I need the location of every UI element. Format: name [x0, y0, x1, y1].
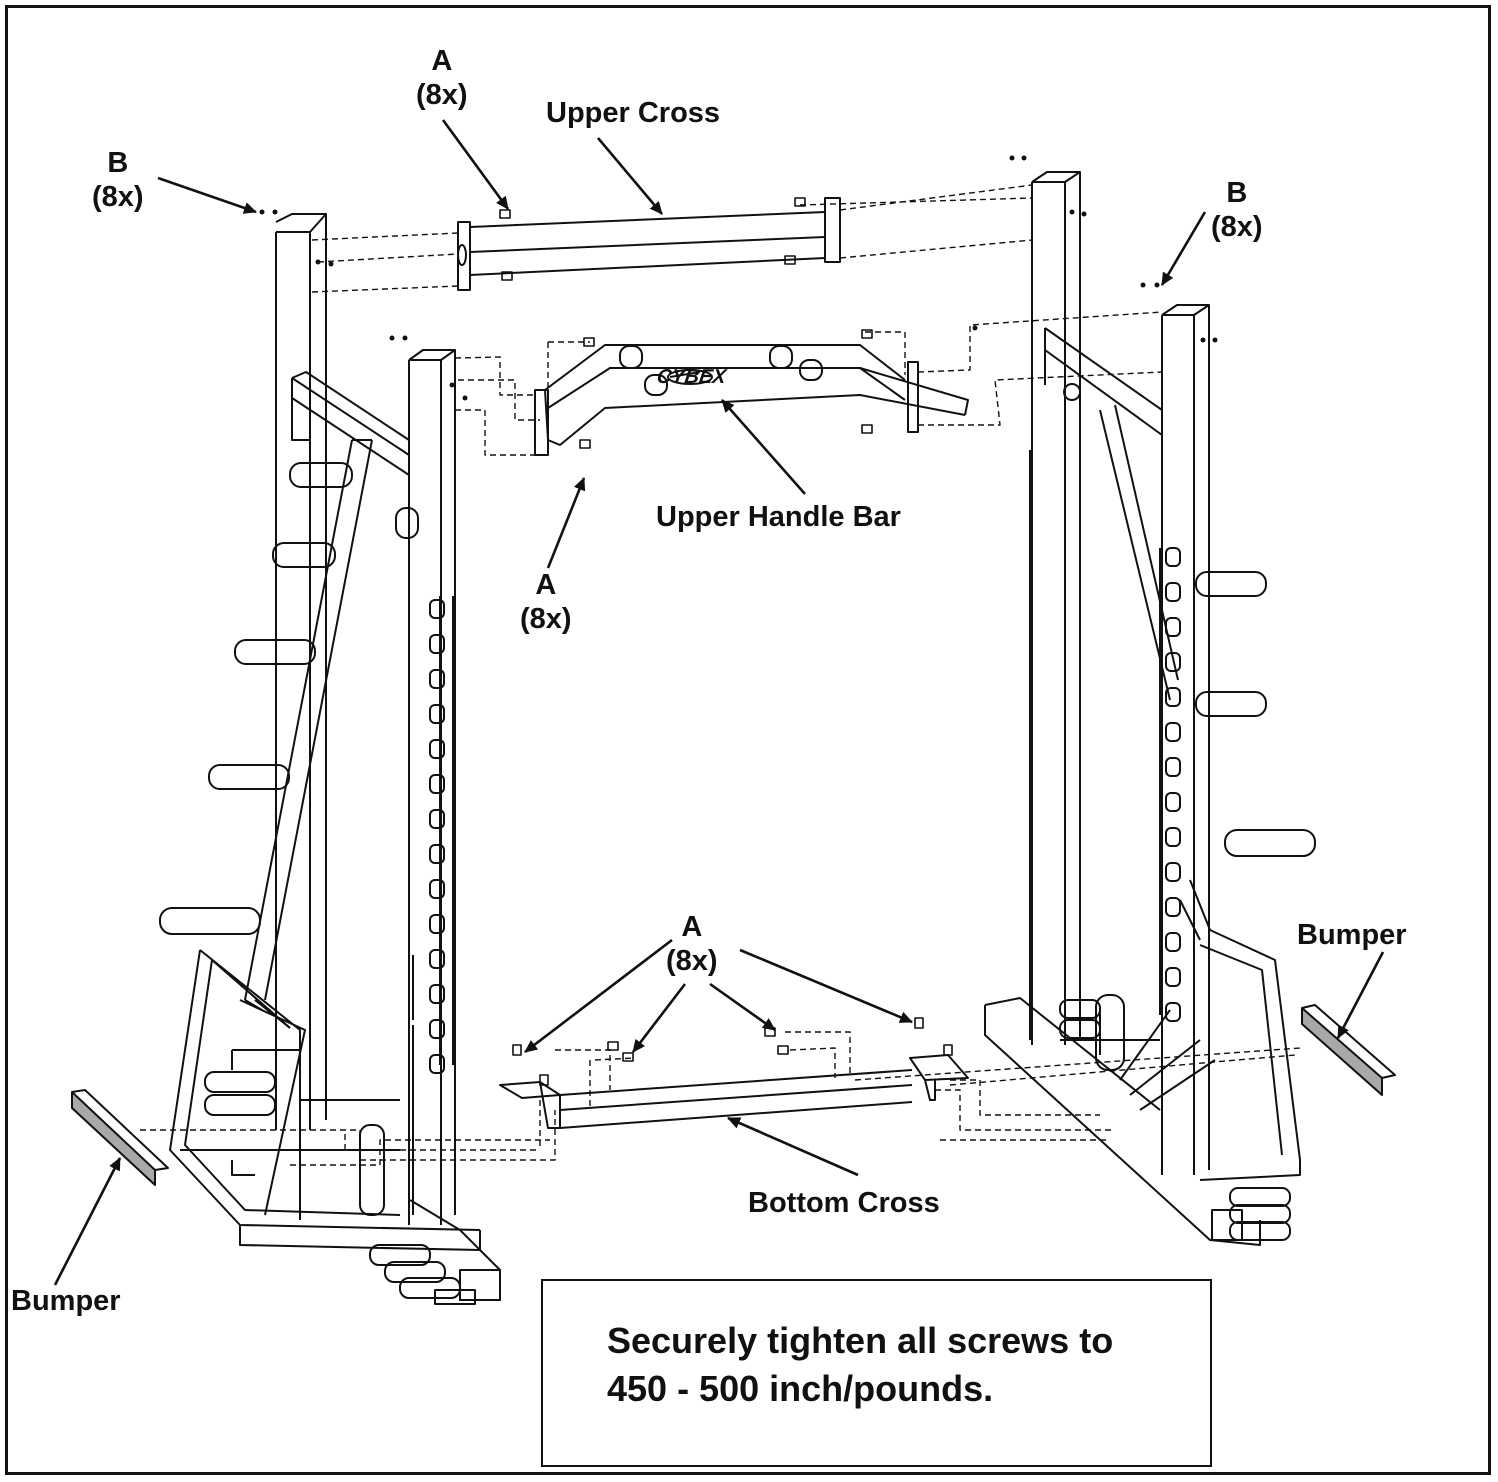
- left-base-frame: [169, 949, 501, 1305]
- bolt-markers: [499, 197, 953, 1086]
- left-hook-column: [429, 596, 454, 1074]
- right-top-diagonal: [1044, 327, 1163, 436]
- label-upper-handle-bar: Upper Handle Bar: [656, 501, 901, 533]
- torque-note-line-2: 450 - 500 inch/pounds.: [607, 1368, 994, 1409]
- label-a-middle: A(8x): [520, 569, 572, 635]
- assembly-guide-lines: [140, 184, 1301, 1166]
- left-weight-pegs: [159, 462, 419, 935]
- torque-note-text: Securely tighten all screws to 450 - 500…: [607, 1317, 1113, 1413]
- bottom-cross-bar: [499, 1054, 969, 1129]
- left-top-diagonal: [291, 371, 410, 476]
- right-front-upright: [1161, 304, 1210, 1175]
- upper-cross-bar: [457, 197, 841, 291]
- right-base-frame: [984, 929, 1301, 1246]
- left-front-upright: [408, 349, 456, 1225]
- label-upper-cross: Upper Cross: [546, 97, 721, 129]
- right-bumper: [1301, 1004, 1396, 1096]
- left-bumper: [71, 1089, 169, 1186]
- upper-handle-bar: [534, 344, 969, 456]
- diagram-frame: [5, 5, 1491, 1475]
- right-hook-column: [1029, 450, 1181, 1040]
- leader-arrows: [53, 119, 1385, 1286]
- label-b-left: B(8x): [92, 147, 144, 213]
- left-rear-upright: [275, 213, 327, 1130]
- right-weight-pegs: [1195, 571, 1316, 857]
- left-diagonal-brace: [244, 439, 373, 1011]
- label-a-bottom: A(8x): [666, 911, 718, 977]
- label-a-top: A(8x): [416, 45, 468, 111]
- screw-dots: [259, 155, 1218, 401]
- label-b-right: B(8x): [1211, 177, 1263, 243]
- label-bumper-right: Bumper: [1297, 919, 1407, 951]
- brand-logo: CYBEX: [655, 366, 729, 388]
- right-rear-upright: [1031, 171, 1081, 1045]
- torque-note-line-1: Securely tighten all screws to: [607, 1320, 1114, 1361]
- label-bumper-left: Bumper: [11, 1285, 121, 1317]
- label-bottom-cross: Bottom Cross: [748, 1187, 940, 1219]
- torque-note-box: Securely tighten all screws to 450 - 500…: [541, 1279, 1212, 1467]
